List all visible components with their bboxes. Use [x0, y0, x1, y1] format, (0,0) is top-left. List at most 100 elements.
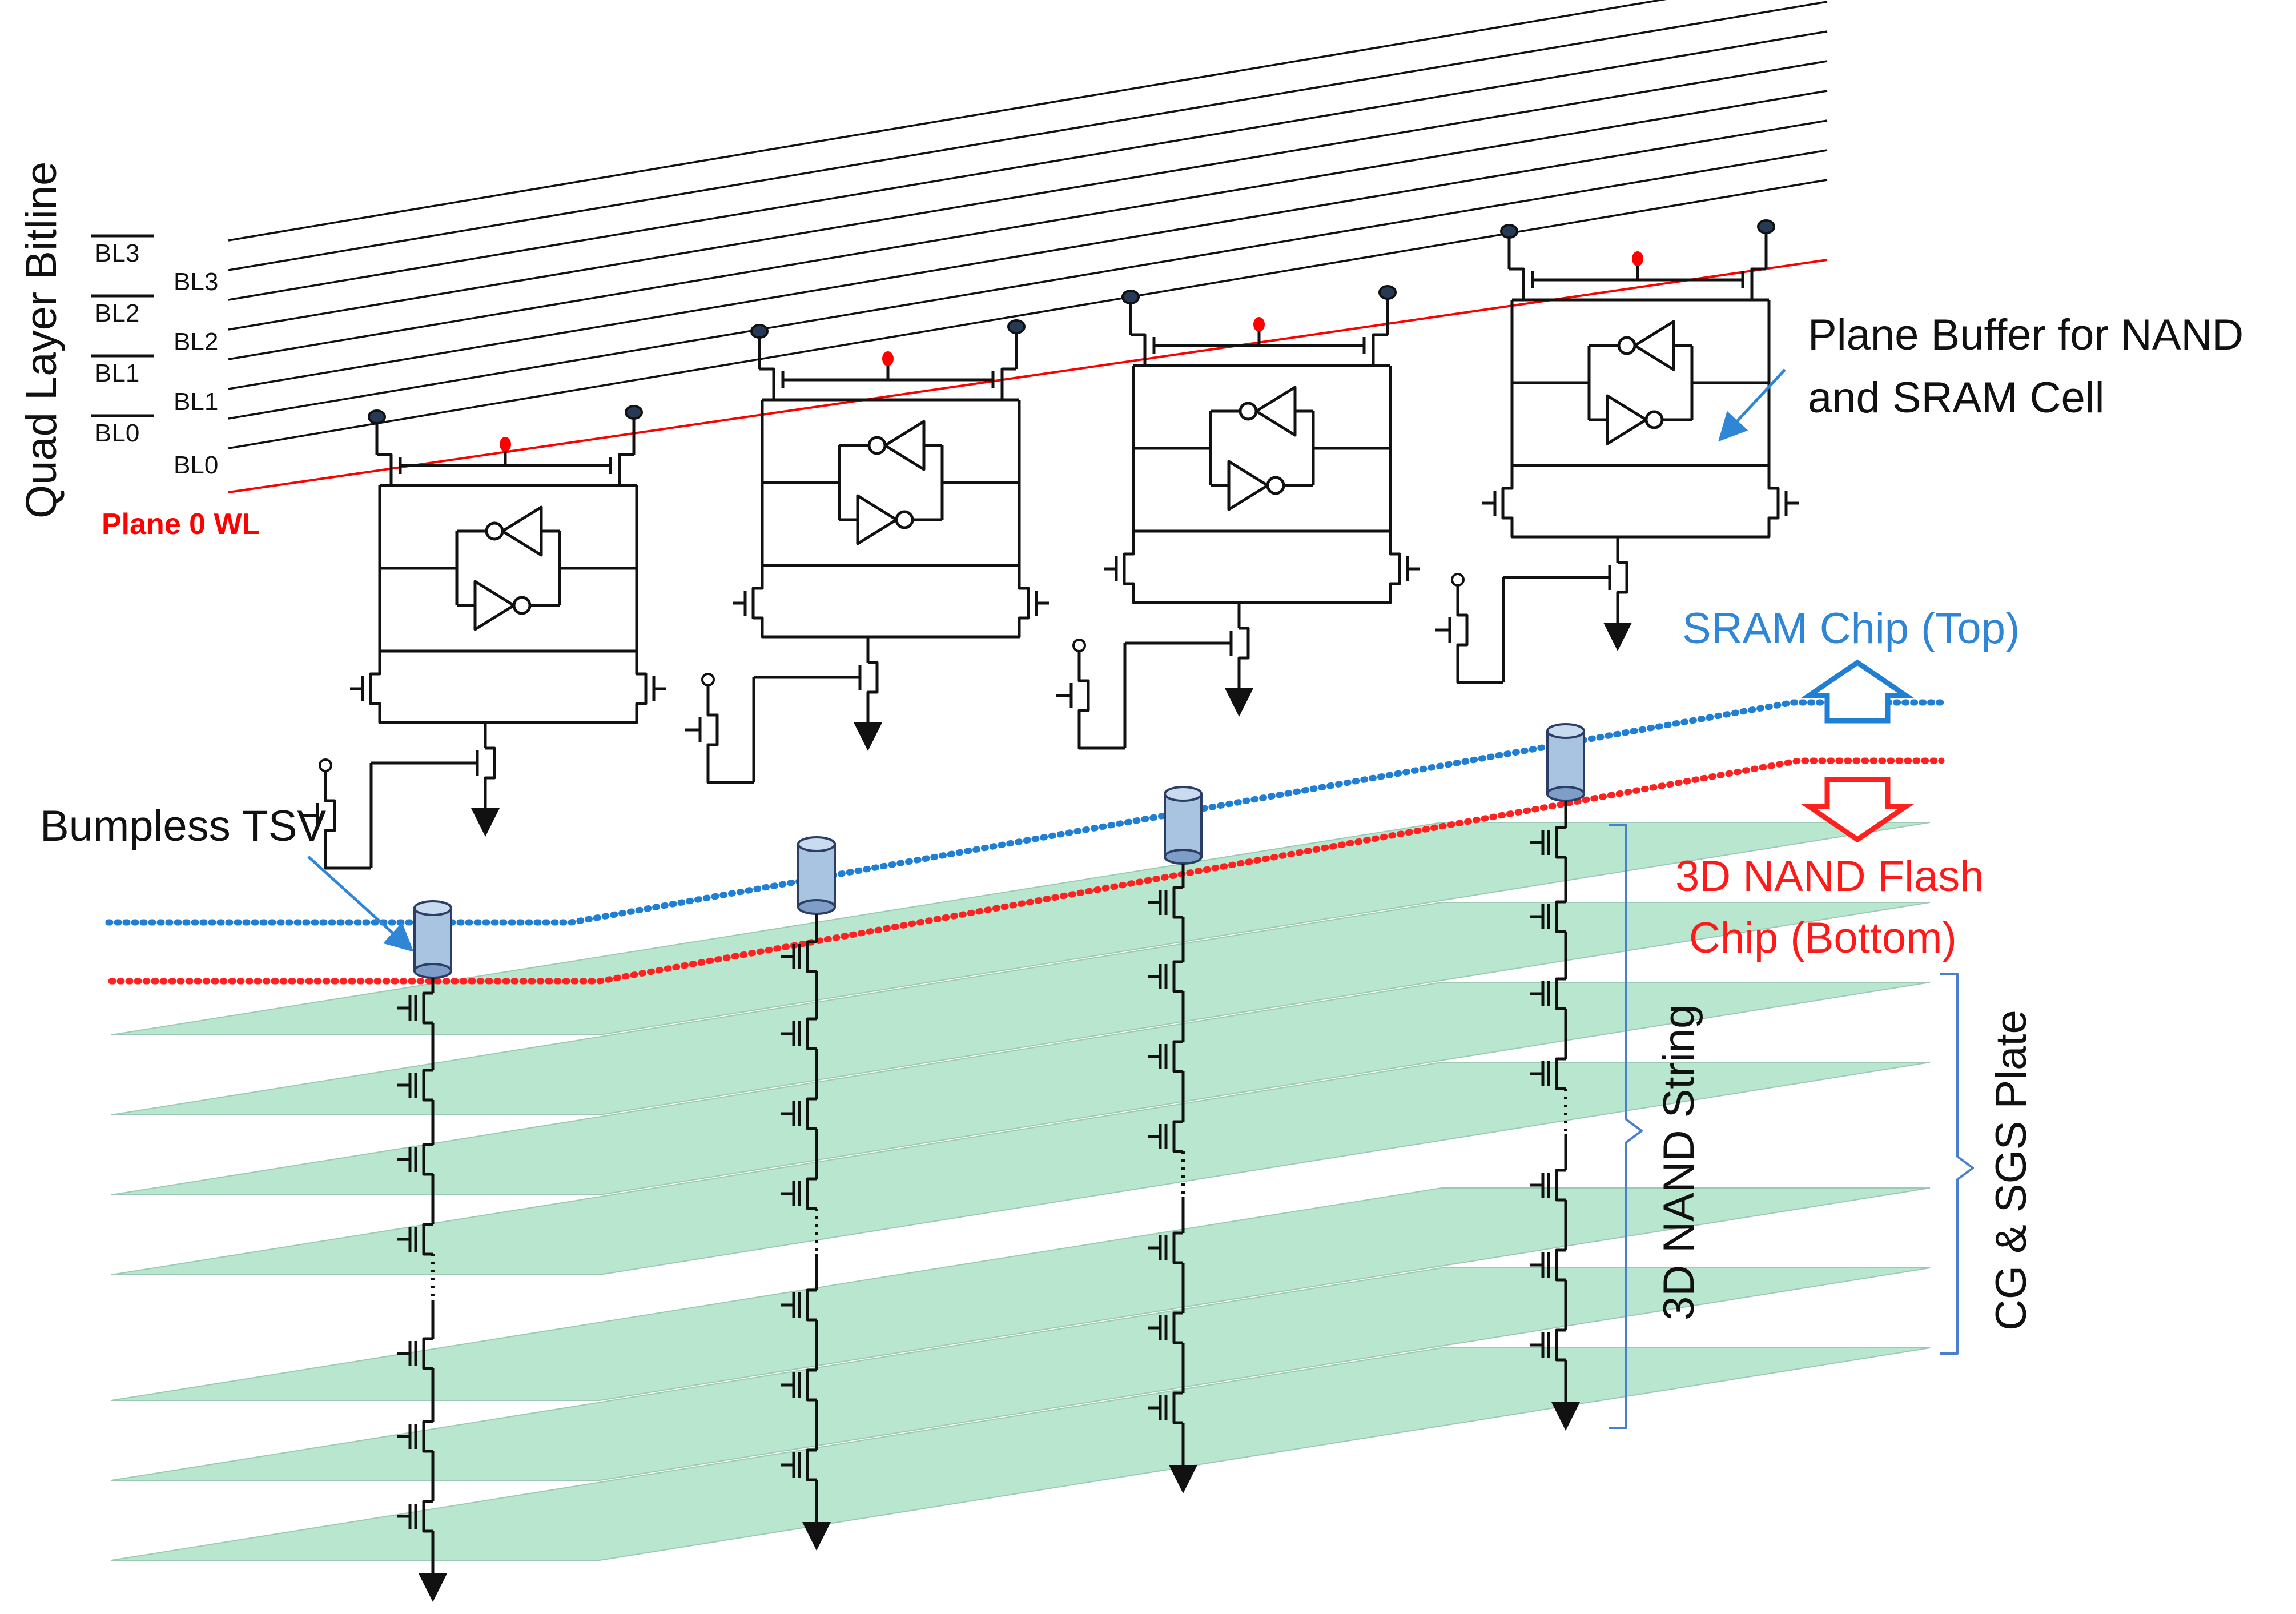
plane-buffer-label-line2: and SRAM Cell [1808, 374, 2105, 422]
cg-plate-6 [111, 1347, 1931, 1561]
nand-string-1 [781, 836, 836, 1551]
nand-boundary [108, 757, 1945, 985]
pass-left [759, 367, 775, 402]
cell-0 [1555, 826, 1566, 859]
tsv-body [413, 907, 452, 972]
cell-6 [1555, 1328, 1566, 1362]
pass-right [618, 453, 637, 487]
pass-right [1372, 333, 1390, 367]
out-transistor [866, 661, 879, 731]
bitline-bus [228, 0, 1828, 449]
bumpless-tsv-pointer [307, 856, 414, 952]
bl-contact-left [750, 324, 769, 339]
inverter-upper-bubble [867, 436, 887, 455]
plane-buffer-0 [303, 405, 666, 870]
out-transistor [484, 746, 496, 817]
nand-chip-label-line1: 3D NAND Flash [1675, 852, 1984, 901]
inverter-upper [883, 420, 926, 471]
bitline-1 [228, 149, 1828, 420]
precharge-transistor [1077, 651, 1125, 750]
buffer-bottom [1123, 531, 1401, 604]
wl-contact [1253, 317, 1265, 332]
cell-3 [1555, 1057, 1566, 1090]
buffer-bottom [751, 565, 1030, 639]
cell-2 [806, 1097, 817, 1130]
nand-strings [397, 723, 1585, 1602]
cell-4 [1172, 1231, 1183, 1264]
plane-buffer-label-line1: Plane Buffer for NAND [1808, 311, 2243, 359]
bumpless-tsv-label: Bumpless TSV [40, 802, 327, 850]
cell-2 [422, 1143, 433, 1176]
precharge-transistor [1456, 585, 1503, 684]
cell-4 [1555, 1169, 1566, 1202]
inverter-upper [501, 505, 543, 557]
inverter-upper-bubble [485, 521, 504, 541]
inverter-lower-bubble [1644, 410, 1664, 429]
plane0-wl-label: Plane 0 WL [102, 508, 260, 541]
brackets [1609, 824, 1974, 1429]
cell-4 [422, 1337, 433, 1370]
wl-contact [1632, 251, 1643, 266]
inverter-lower [1227, 460, 1269, 511]
precharge-node [1072, 639, 1086, 652]
cell-2 [1172, 1040, 1183, 1073]
cell-5 [422, 1420, 433, 1453]
cell-0 [806, 940, 817, 973]
tsv-top [413, 900, 452, 916]
cg-plate-4 [111, 1187, 1931, 1401]
out-transistor [1237, 627, 1250, 697]
bl0-bar-label: BL0 [95, 419, 139, 447]
cell-1 [1555, 900, 1566, 933]
axis-title: Quad Layer Bitline [17, 162, 66, 519]
sram-chip-label: SRAM Chip (Top) [1682, 604, 2020, 653]
cg-sgs-bracket [1940, 973, 1974, 1355]
bl-contact-right [1378, 285, 1397, 300]
tsv-top [1164, 786, 1203, 802]
cell-5 [1172, 1311, 1183, 1344]
plane-buffer-2 [1056, 285, 1420, 750]
inverter-lower [856, 494, 898, 545]
cg-plate-3 [111, 1062, 1931, 1275]
pass-right [1000, 367, 1019, 402]
plane-buffer-3 [1435, 219, 1799, 684]
nand-string-label: 3D NAND String [1655, 1005, 1703, 1320]
out-transistor [1616, 561, 1628, 631]
nand-string-bracket [1609, 824, 1643, 1429]
cell-0 [422, 991, 433, 1025]
tsv-top [1546, 723, 1585, 739]
cell-3 [422, 1223, 433, 1256]
cell-1 [1172, 960, 1183, 993]
tsv-body [1164, 793, 1203, 858]
bitline-6 [228, 1, 1828, 271]
bitline-7 [228, 0, 1667, 242]
inverter-lower-bubble [1266, 476, 1285, 495]
cg-plate-5 [111, 1267, 1931, 1481]
nand-string-3 [1530, 723, 1585, 1431]
nand-down-arrow [1800, 777, 1915, 843]
tsv-bottom [1164, 849, 1203, 865]
bl2-bar-label: BL2 [95, 299, 139, 327]
nand-chip-label-line2: Chip (Bottom) [1689, 914, 1957, 962]
plane-buffers [303, 219, 1799, 870]
cell-2 [1555, 977, 1566, 1010]
tsv-body [1546, 730, 1585, 795]
tsv-body [797, 843, 836, 908]
inverter-lower [473, 580, 516, 631]
inverter-upper-bubble [1617, 336, 1636, 355]
cell-6 [422, 1500, 433, 1533]
cg-sgs-plate-label: CG & SGS Plate [1987, 1010, 2036, 1331]
plane-buffer-pointer [1718, 368, 1786, 442]
inverter-lower [1606, 394, 1648, 445]
cell-3 [806, 1177, 817, 1210]
tsv-bottom [413, 963, 452, 979]
bl2-label: BL2 [174, 328, 218, 356]
bitline-5 [228, 30, 1828, 301]
buffer-bottom [1501, 465, 1780, 539]
tsv-bottom [1546, 786, 1585, 802]
inverter-upper-bubble [1239, 402, 1258, 421]
inverter-upper [1254, 386, 1297, 437]
cell-6 [806, 1448, 817, 1481]
buffer-bottom [369, 651, 648, 724]
